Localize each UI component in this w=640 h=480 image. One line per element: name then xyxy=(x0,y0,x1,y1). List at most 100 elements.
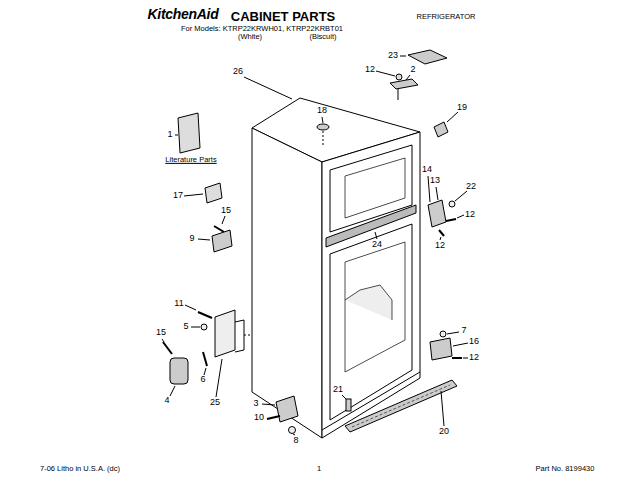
section-note: Literature Parts xyxy=(165,156,216,164)
color-note: (White) xyxy=(238,33,262,41)
nut xyxy=(289,427,296,434)
callout-number: 16 xyxy=(469,337,479,347)
callout-number: 6 xyxy=(200,375,205,385)
leader-line xyxy=(453,343,468,346)
page-number: 1 xyxy=(317,465,321,473)
leader-line xyxy=(457,215,464,218)
cover xyxy=(170,358,188,384)
callout-number: 25 xyxy=(210,398,220,408)
cabinet-side xyxy=(252,128,322,438)
screw xyxy=(446,219,456,221)
model-line: For Models: KTRP22KRWH01, KTRP22KRBT01 xyxy=(181,25,343,33)
callout-number: 8 xyxy=(293,436,298,446)
leader-line xyxy=(204,368,206,375)
callout-number: 17 xyxy=(173,191,183,201)
door-hinge xyxy=(212,230,232,252)
clip xyxy=(346,399,351,411)
bottom-hinge xyxy=(430,338,452,360)
leader-line xyxy=(447,332,459,334)
leader-line xyxy=(447,112,458,122)
callout-number: 13 xyxy=(430,176,440,186)
callout-number: 15 xyxy=(221,206,231,216)
brand-logo: KitchenAid xyxy=(148,7,219,22)
roller-bracket xyxy=(276,396,298,422)
leader-line xyxy=(184,194,203,196)
grille-slots xyxy=(352,385,450,427)
callout-number: 3 xyxy=(253,399,258,409)
fresh-food-opening xyxy=(330,224,412,420)
screw-head xyxy=(396,74,402,80)
washer xyxy=(440,331,446,337)
callout-number: 9 xyxy=(189,234,194,244)
screw xyxy=(439,230,444,236)
literature-booklet xyxy=(178,113,200,153)
callout-number: 14 xyxy=(422,165,432,175)
callout-number: 10 xyxy=(254,413,264,423)
screw xyxy=(452,357,462,359)
screw xyxy=(198,312,212,318)
leader-line xyxy=(441,391,444,426)
center-hinge xyxy=(428,200,446,227)
leader-line xyxy=(191,327,200,328)
screw xyxy=(203,352,207,366)
leader-line xyxy=(162,339,164,342)
leader-line xyxy=(216,359,222,397)
screw xyxy=(163,342,172,354)
dotted-line xyxy=(244,335,252,336)
leader-line xyxy=(463,358,468,359)
category-text: REFRIGERATOR xyxy=(417,13,476,21)
dotted-line xyxy=(323,131,324,145)
compressor-hump xyxy=(345,285,392,320)
leader-line xyxy=(170,386,175,396)
color-note: (Biscuit) xyxy=(309,33,336,41)
handle-bracket xyxy=(205,183,222,203)
callout-number: 24 xyxy=(372,240,382,250)
handle-bracket xyxy=(215,310,235,357)
leader-line xyxy=(400,56,406,57)
callout-number: 12 xyxy=(365,65,375,75)
callout-number: 1 xyxy=(167,130,172,140)
callout-number: 26 xyxy=(233,67,243,77)
callout-number: 12 xyxy=(435,241,445,251)
hinge-part xyxy=(434,122,448,137)
leader-line xyxy=(375,232,377,239)
screw xyxy=(214,226,224,232)
callout-number: 20 xyxy=(439,427,449,437)
leader-line xyxy=(406,75,410,80)
bracket-arm xyxy=(235,320,244,352)
callout-number: 7 xyxy=(461,326,466,336)
leader-line xyxy=(428,176,430,202)
freezer-liner xyxy=(345,158,405,218)
leader-line xyxy=(342,395,346,399)
callout-number: 12 xyxy=(469,353,479,363)
callout-number: 19 xyxy=(457,103,467,113)
leader-line xyxy=(436,187,438,200)
leader-line xyxy=(293,434,295,435)
base-grille xyxy=(345,380,457,432)
divider-rail xyxy=(326,205,416,247)
washer xyxy=(449,201,455,207)
leader-line xyxy=(185,305,196,310)
leader-line xyxy=(175,135,178,136)
leader-line xyxy=(262,404,275,405)
callout-number: 22 xyxy=(466,182,476,192)
callout-number: 4 xyxy=(164,396,169,406)
part-number: Part No. 8199430 xyxy=(536,465,595,473)
leader-line xyxy=(376,71,395,76)
leader-line xyxy=(222,216,225,224)
leader-line xyxy=(440,237,441,240)
washer xyxy=(201,324,207,330)
callout-number: 21 xyxy=(333,385,343,395)
page-title: CABINET PARTS xyxy=(231,10,335,24)
footer-text: 7-06 Litho in U.S.A. (dc) xyxy=(40,465,120,473)
callout-number: 15 xyxy=(156,328,166,338)
callout-number: 11 xyxy=(174,299,183,309)
top-hinge xyxy=(390,79,418,89)
leader-line xyxy=(244,77,292,99)
callout-number: 23 xyxy=(388,51,398,61)
leader-line xyxy=(455,191,467,201)
cabinet-front xyxy=(322,132,420,438)
leader-line xyxy=(322,117,323,123)
callout-number: 2 xyxy=(410,65,415,75)
